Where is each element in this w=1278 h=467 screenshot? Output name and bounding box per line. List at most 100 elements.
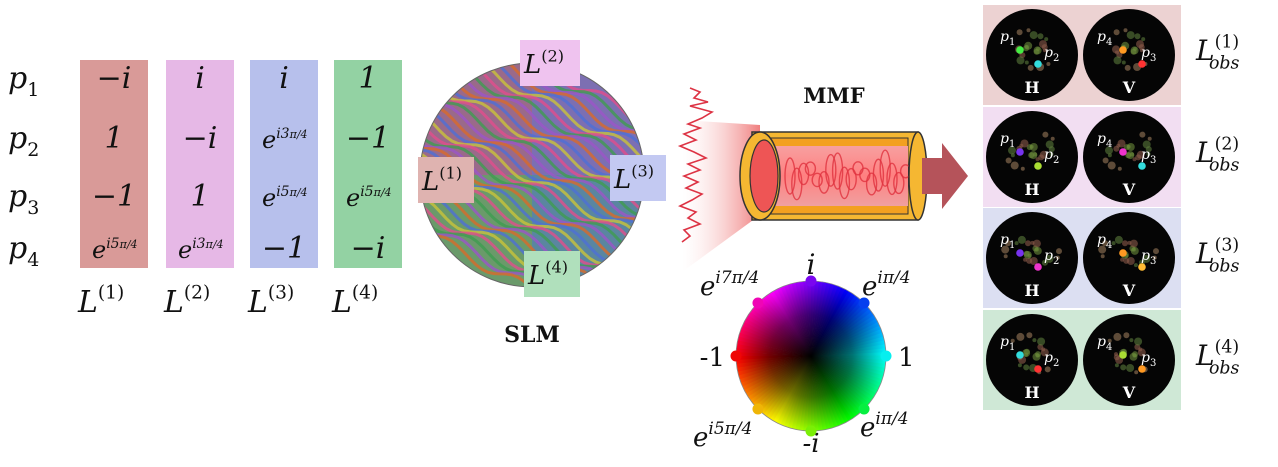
point-label-p4: p4 <box>1097 131 1112 150</box>
speckle-grain <box>1117 139 1126 148</box>
column-bg <box>80 60 148 268</box>
observation-label-2-base: L <box>1195 136 1215 169</box>
observation-label-4-sub: obs <box>1209 358 1240 378</box>
slm-tag-bg <box>524 251 580 297</box>
point-label-p3: p3 <box>1141 350 1156 369</box>
row-label-p1: p1 <box>8 61 39 101</box>
slm-stripe <box>420 117 644 259</box>
column-label-L2-base: L <box>163 285 184 320</box>
cell-value: −1 <box>346 121 390 156</box>
polarization-label: V <box>1122 383 1136 402</box>
wheel-label-top: i <box>807 248 816 281</box>
slm-disc: L(1)L(2)L(3)L(4) SLM <box>418 40 666 348</box>
speckle-grain <box>1023 364 1030 371</box>
speckle-grain <box>1046 62 1051 66</box>
speckle-grain <box>1023 257 1028 262</box>
column-label-L4-base: L <box>331 285 352 320</box>
speckle-grain <box>1041 259 1048 266</box>
slm-tag-L3-base: L <box>613 165 631 195</box>
speckle-grain <box>1045 254 1054 263</box>
speckle-grain <box>1121 60 1126 65</box>
speckle-grain <box>1112 45 1120 54</box>
speckle-ring <box>872 158 885 192</box>
speckle-grain <box>1026 257 1033 264</box>
speckle-grain <box>1037 337 1046 346</box>
point-label-p4: p4 <box>1097 334 1112 353</box>
speckle-grain <box>1123 332 1130 339</box>
speckle-grain <box>1107 161 1116 170</box>
cell-value: −i <box>183 121 218 156</box>
point-label-p4: p4 <box>1097 232 1112 251</box>
polarization-label: H <box>1024 281 1039 300</box>
speckle-grain <box>1129 338 1134 343</box>
speckle-grain <box>1141 37 1146 42</box>
wheel-label-bottom-right: eiπ/4 <box>860 409 909 443</box>
slm-tag-L3: L(3) <box>613 161 654 195</box>
speckle-grain <box>1126 143 1135 151</box>
observation-label-4-base: L <box>1195 339 1215 372</box>
speckle-ring <box>879 149 891 187</box>
speckle-ring <box>804 161 817 176</box>
speckle-grain <box>1098 245 1107 254</box>
speckle-grain <box>1153 248 1159 255</box>
speckle-grain <box>1120 364 1127 371</box>
row-label-p3: p3 <box>8 179 39 219</box>
speckle-grain <box>1114 363 1119 368</box>
point-dot-p4 <box>1119 46 1127 54</box>
cell-value: i <box>195 61 205 96</box>
speckle-grain <box>1111 241 1116 246</box>
column-label-L3-sup: (3) <box>268 283 294 304</box>
row-label-p2: p2 <box>8 121 39 161</box>
speckle-grain <box>1123 28 1128 33</box>
speckle-ring <box>893 171 905 195</box>
speckle-grain <box>1126 31 1135 40</box>
cell-value: 1 <box>358 61 377 96</box>
observation-label-1-base: L <box>1195 34 1215 67</box>
point-dot-p2 <box>1034 263 1042 271</box>
point-label-p2: p2 <box>1044 147 1059 166</box>
speckle-grain <box>1014 241 1019 246</box>
observation-label-3-sub: obs <box>1209 256 1240 276</box>
point-dot-p4 <box>1119 249 1127 257</box>
point-dot-p3 <box>1138 365 1146 373</box>
observation-label-1: L(1)obs <box>1195 32 1240 73</box>
speckle-grain <box>1029 31 1038 40</box>
speckle-grain <box>1117 166 1122 171</box>
speckle-grain <box>1124 64 1131 71</box>
column-bg <box>334 60 402 268</box>
speckle-grain <box>1132 157 1137 162</box>
cell-value: −i <box>97 61 132 96</box>
speckle-grain <box>1145 146 1152 153</box>
speckle-grain <box>1025 240 1031 247</box>
point-label-p1: p1 <box>1000 334 1015 353</box>
speckle-grain <box>1122 240 1128 247</box>
slm-tag-bg <box>610 155 666 201</box>
column-label-L1: L(1) <box>77 283 124 321</box>
speckle-grain <box>1146 152 1151 156</box>
cell-value: 1 <box>190 179 209 214</box>
point-label-p3: p3 <box>1141 147 1156 166</box>
slm-stripe <box>420 63 644 167</box>
point-dot-p4 <box>1119 148 1127 156</box>
speckle-grain <box>1126 257 1135 265</box>
point-label-p2: p2 <box>1044 45 1059 64</box>
column-label-L2: L(2) <box>163 283 210 321</box>
speckle-grain <box>1152 255 1157 260</box>
wheel-label-top-left: ei7π/4 <box>700 268 759 302</box>
multimode-fiber: MMF <box>739 83 968 221</box>
speckle-grain <box>1102 240 1108 247</box>
speckle-disc <box>986 314 1078 406</box>
slm-stripe <box>420 63 644 144</box>
speckle-grain <box>1129 239 1138 248</box>
speckle-grain <box>1125 152 1132 159</box>
observation-label-2-sup: (2) <box>1215 134 1240 154</box>
speckle-grain <box>1114 352 1118 357</box>
wheel-marker-dot <box>880 350 892 362</box>
wheel-marker-dot <box>730 350 742 362</box>
